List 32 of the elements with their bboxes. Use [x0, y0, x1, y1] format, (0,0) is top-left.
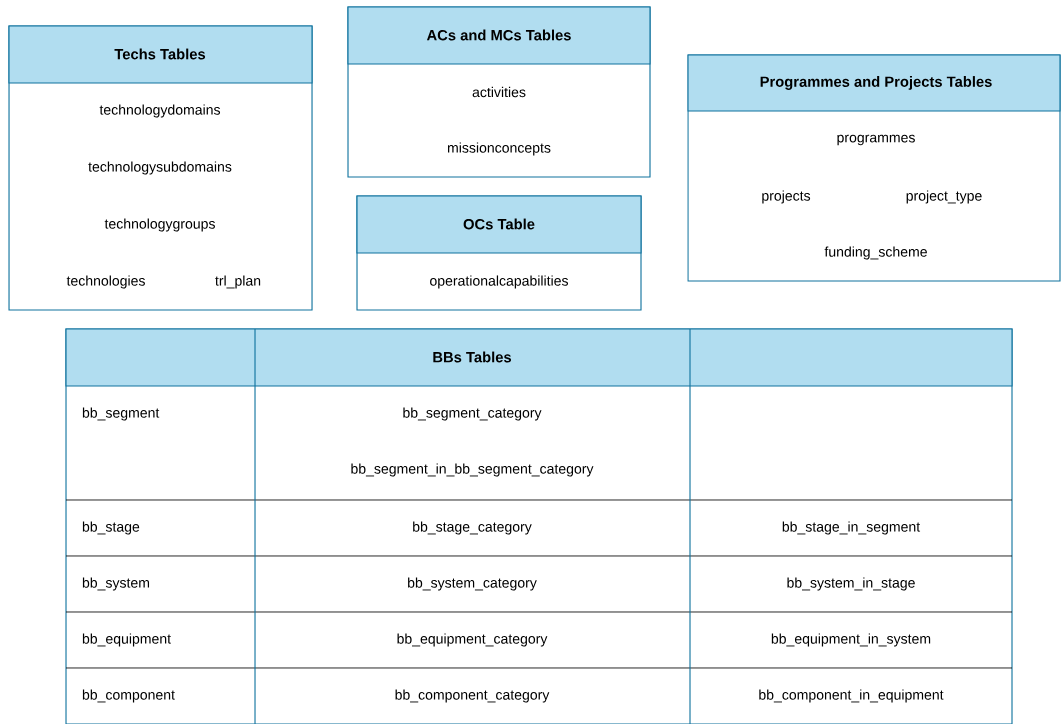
- table-name: bb_system: [82, 577, 149, 591]
- table-name: bb_equipment: [82, 633, 171, 647]
- table-name: bb_equipment_category: [397, 633, 548, 647]
- table-name: bb_component_in_equipment: [759, 689, 944, 703]
- table-name: missionconcepts: [447, 142, 551, 156]
- table-name: technologysubdomains: [88, 161, 232, 175]
- table-name: project_type: [906, 190, 982, 204]
- table-name: projects: [762, 190, 811, 204]
- table-name: bb_equipment_in_system: [771, 633, 931, 647]
- table-name: bb_system_category: [408, 577, 537, 591]
- panel-header: BBs Tables: [65, 328, 1013, 387]
- table-name: bb_segment_category: [403, 407, 542, 421]
- table-name: technologies: [66, 275, 145, 289]
- table-name: technologydomains: [99, 104, 221, 118]
- table-name: bb_segment_in_bb_segment_category: [351, 463, 594, 477]
- panel-header: ACs and MCs Tables: [347, 6, 651, 65]
- table-name: bb_stage_category: [413, 521, 532, 535]
- table-name: bb_system_in_stage: [787, 577, 915, 591]
- table-name: bb_component_category: [395, 689, 550, 703]
- table-name: technologygroups: [104, 218, 215, 232]
- table-name: bb_segment: [82, 407, 160, 421]
- panel-header: Techs Tables: [8, 25, 313, 84]
- table-name: bb_component: [82, 689, 175, 703]
- table-name: programmes: [837, 134, 915, 146]
- table-name: operationalcapabilities: [430, 275, 568, 289]
- table-name: funding_scheme: [824, 246, 927, 260]
- table-name: activities: [472, 86, 526, 98]
- panel-header: Programmes and Projects Tables: [687, 54, 1061, 112]
- table-name: trl_plan: [215, 275, 261, 289]
- table-name: bb_stage_in_segment: [782, 521, 921, 535]
- table-name: bb_stage: [82, 521, 140, 535]
- panel-header: OCs Table: [356, 195, 642, 254]
